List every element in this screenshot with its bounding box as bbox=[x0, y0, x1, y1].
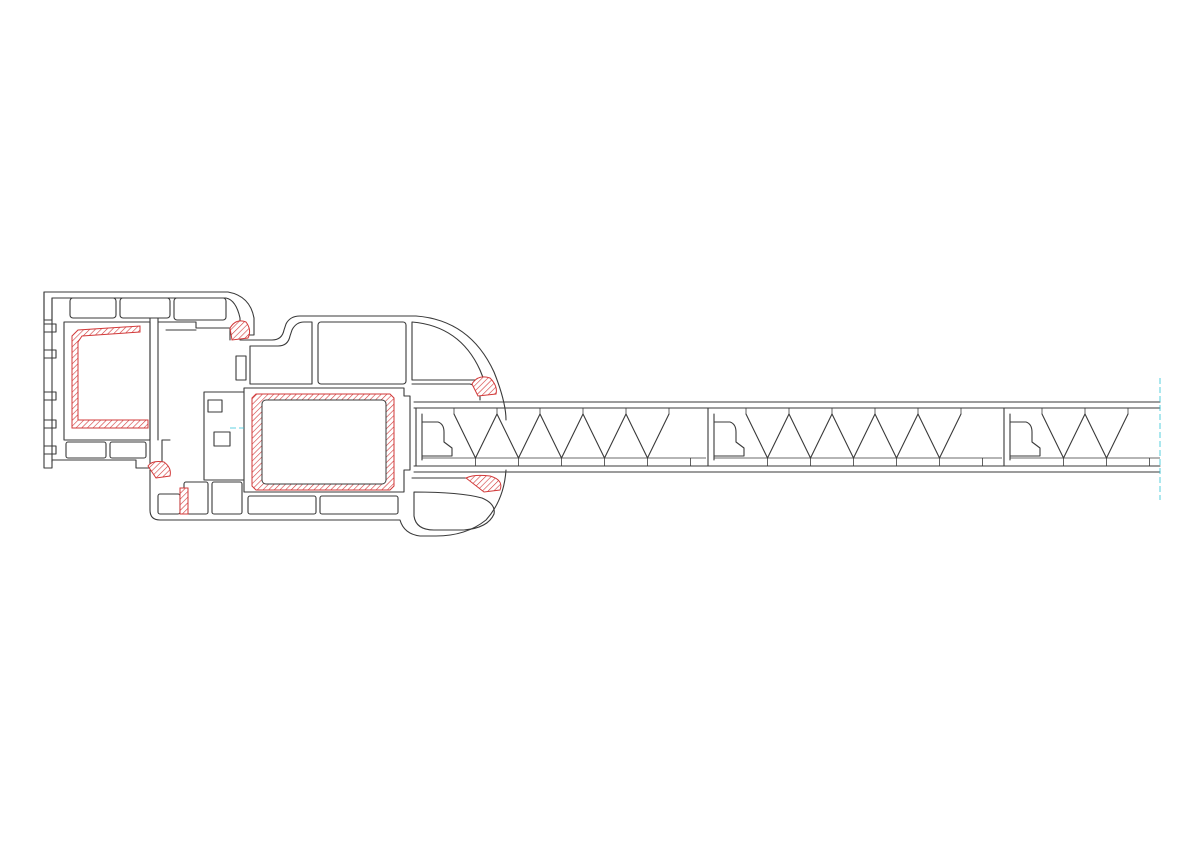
panel-interlock bbox=[415, 407, 453, 467]
panel-zigzag-wall bbox=[1041, 413, 1129, 459]
gaskets bbox=[147, 320, 502, 515]
panel-zigzag-wall bbox=[745, 413, 962, 459]
panel-segment bbox=[707, 407, 1002, 467]
frame-profile bbox=[43, 291, 255, 469]
polycarbonate-panel bbox=[413, 401, 1161, 473]
panel-interlock bbox=[707, 407, 745, 467]
panel-interlock bbox=[1003, 407, 1041, 467]
panel-segment bbox=[1003, 407, 1160, 467]
sash-steel-reinforcement bbox=[251, 393, 395, 491]
panel-segment bbox=[415, 407, 706, 467]
frame-steel-reinforcement bbox=[71, 325, 149, 429]
panel-zigzag-wall bbox=[453, 413, 670, 459]
centerline bbox=[230, 378, 1161, 500]
